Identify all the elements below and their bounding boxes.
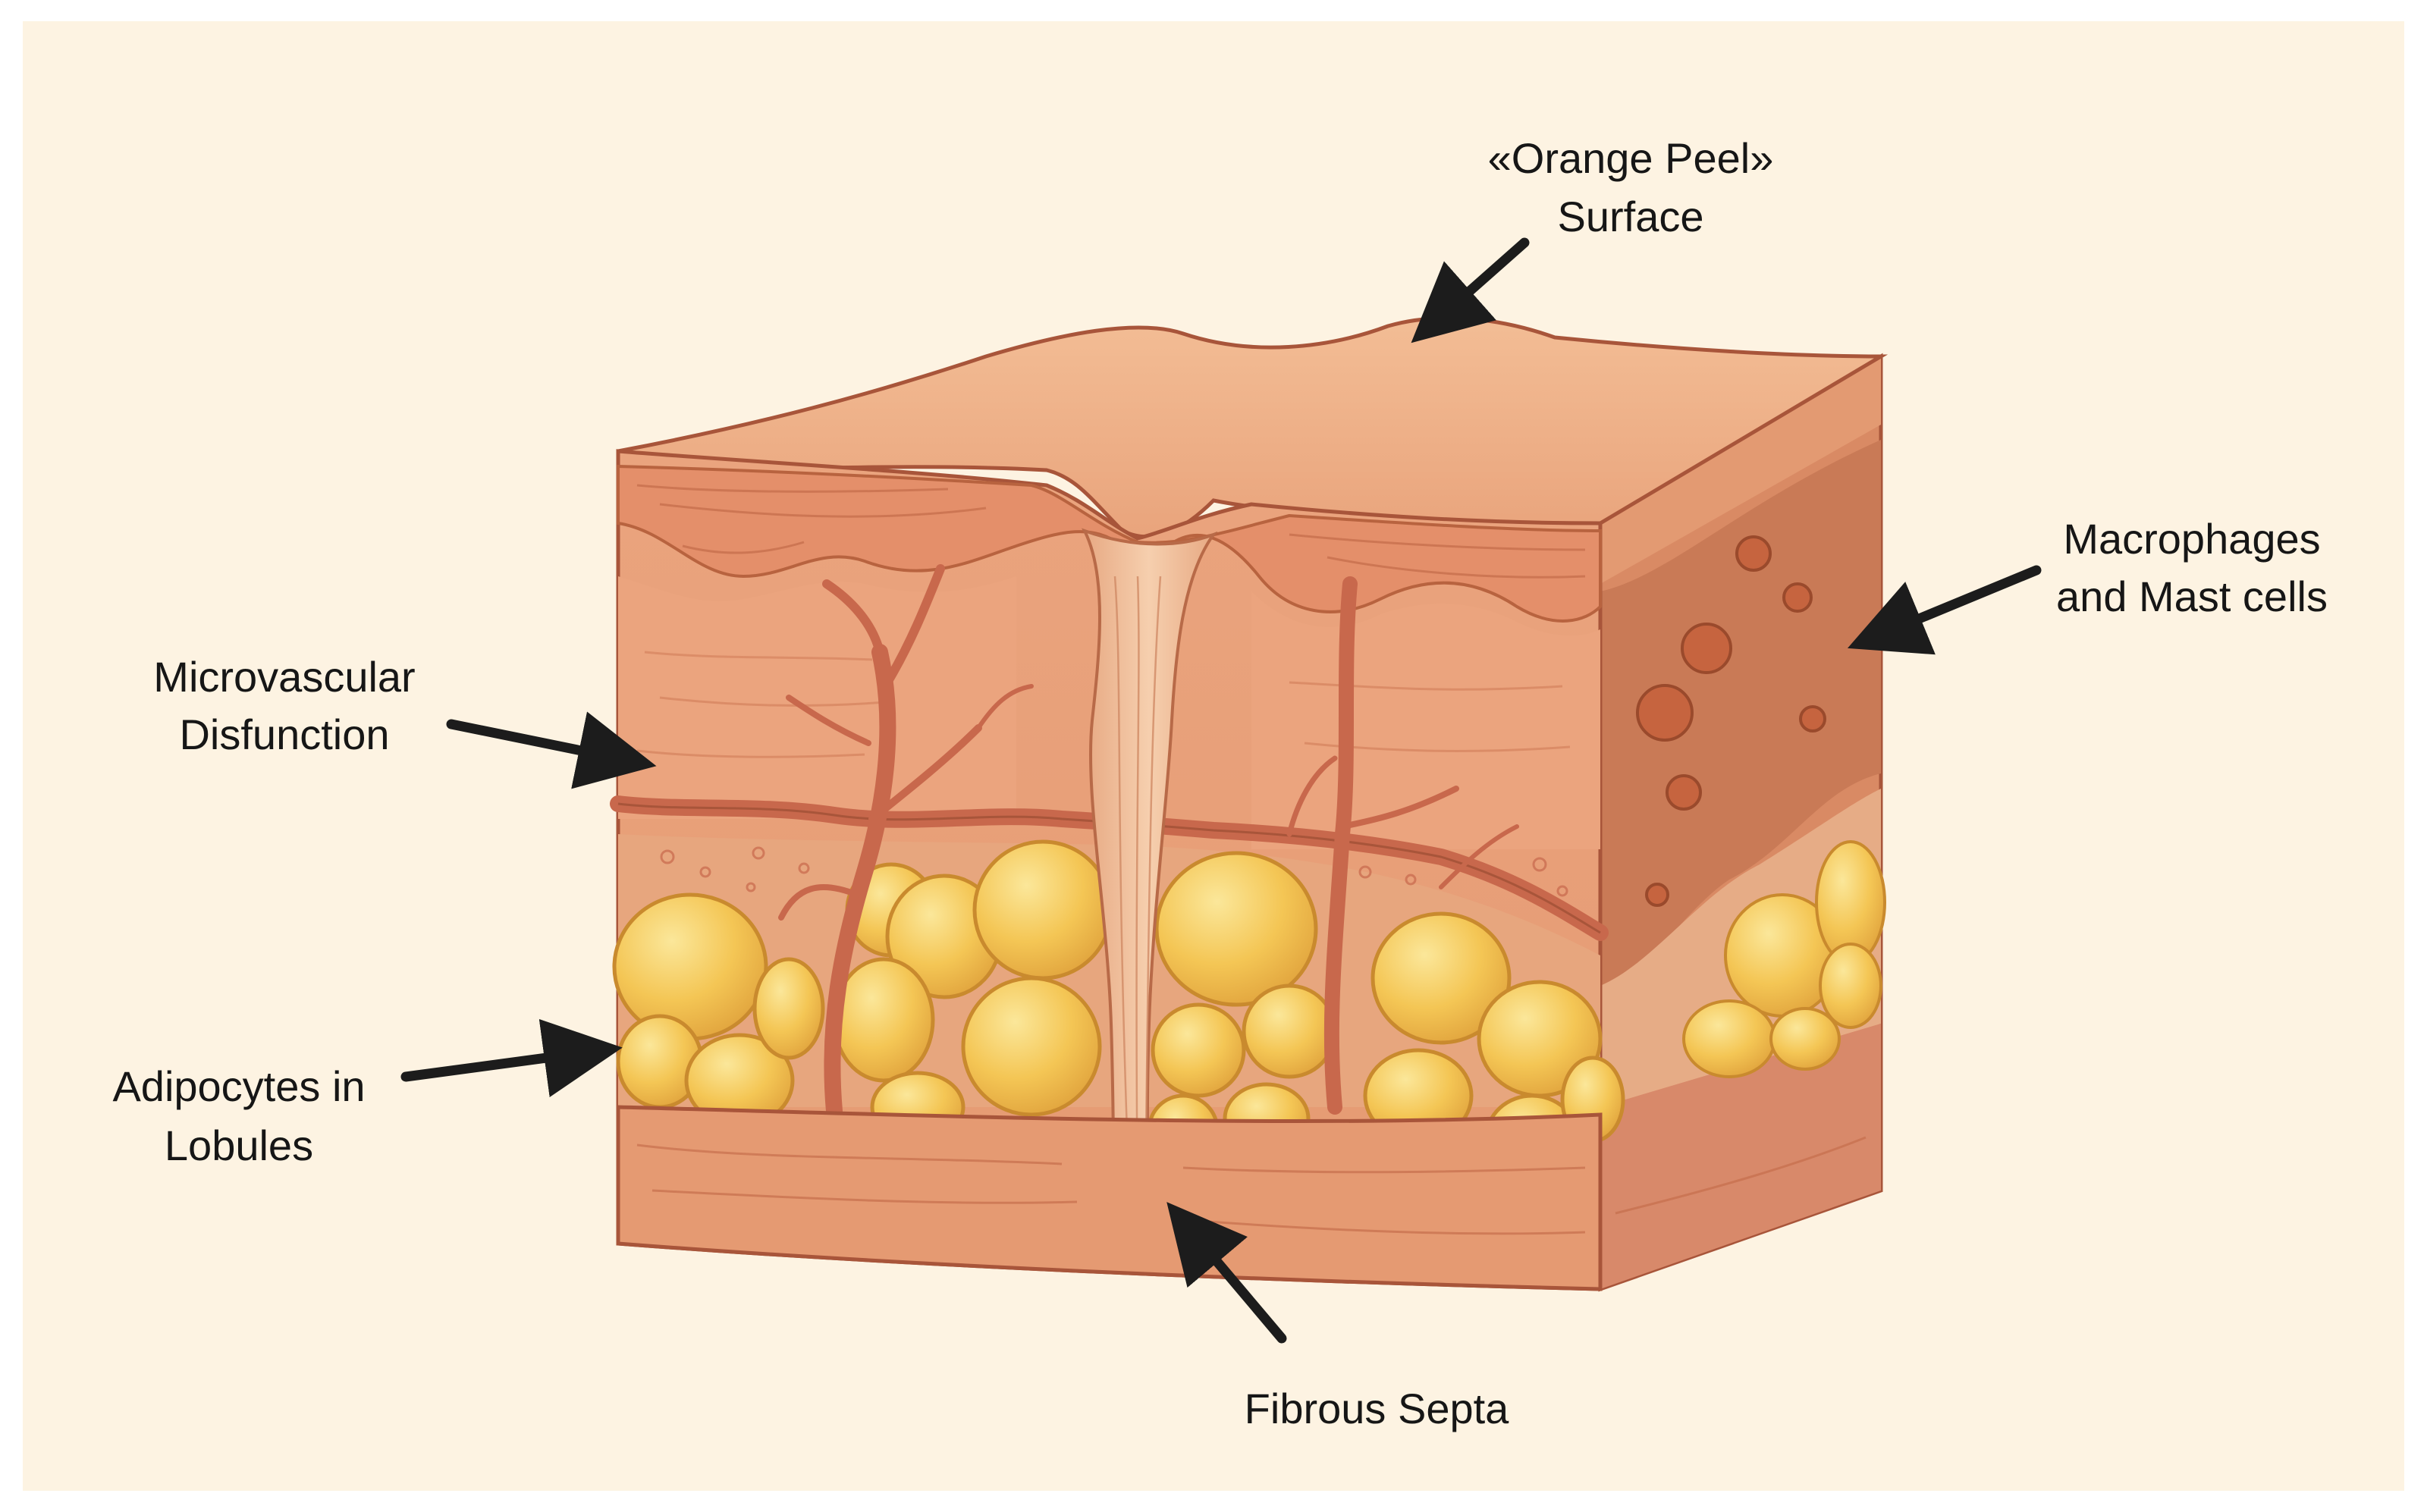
adipocytes-label-line1: Adipocytes in [112, 1062, 365, 1110]
label-adipocytes: Adipocytes in Lobules [112, 1062, 365, 1169]
microvascular-label-line2: Disfunction [179, 711, 389, 758]
lower-dermis-texture [636, 1136, 1867, 1235]
arrows [400, 237, 2042, 1344]
arrow-icon [446, 711, 657, 789]
adipocyte [832, 957, 935, 1083]
adipocyte [961, 976, 1102, 1117]
orange-peel-label-line2: Surface [1558, 193, 1704, 240]
lower-dermis [616, 1105, 1603, 1291]
dermis-band [618, 576, 1016, 819]
microvascular-label-line1: Microvascular [153, 653, 415, 701]
capillaries [778, 564, 1519, 1119]
adipocytes-label-line2: Lobules [165, 1121, 313, 1169]
fibrous-septa-label: Fibrous Septa [1245, 1385, 1509, 1432]
mast-cell [1782, 582, 1813, 613]
adipocyte [1151, 1002, 1246, 1098]
macrophage [1681, 623, 1732, 674]
epidermis-texture [636, 484, 1586, 579]
arrow-icon [400, 1018, 623, 1097]
immune-cells [1636, 535, 1826, 907]
mast-cell [1799, 705, 1826, 732]
arrow-icon [1166, 1202, 1287, 1344]
macrophages-label-line1: Macrophages [2063, 515, 2320, 563]
label-microvascular: Microvascular Disfunction [153, 653, 415, 758]
adipocyte [612, 892, 768, 1041]
label-orange-peel: «Orange Peel» Surface [1488, 134, 1774, 240]
adipocyte [972, 839, 1113, 980]
mast-cell [1645, 883, 1669, 907]
arrow-icon [1411, 237, 1530, 343]
orange-peel-label-line1: «Orange Peel» [1488, 134, 1774, 182]
adipocyte [752, 957, 825, 1060]
top-surface [616, 315, 1889, 539]
adipose-speckles [660, 846, 1568, 897]
label-macrophages: Macrophages and Mast cells [2056, 515, 2328, 620]
arrow-icon [1847, 565, 2042, 655]
adipocyte [1154, 851, 1318, 1007]
adipocyte [1242, 983, 1337, 1079]
septa-fibers [1113, 576, 1162, 1214]
macrophage [1636, 684, 1694, 742]
side-fat-lobule [1682, 840, 1886, 1078]
dermis-texture [636, 651, 1571, 758]
mast-cell [1735, 535, 1772, 572]
macrophage [1666, 774, 1702, 811]
adipocyte [1370, 911, 1512, 1045]
macrophages-label-line2: and Mast cells [2056, 572, 2328, 620]
